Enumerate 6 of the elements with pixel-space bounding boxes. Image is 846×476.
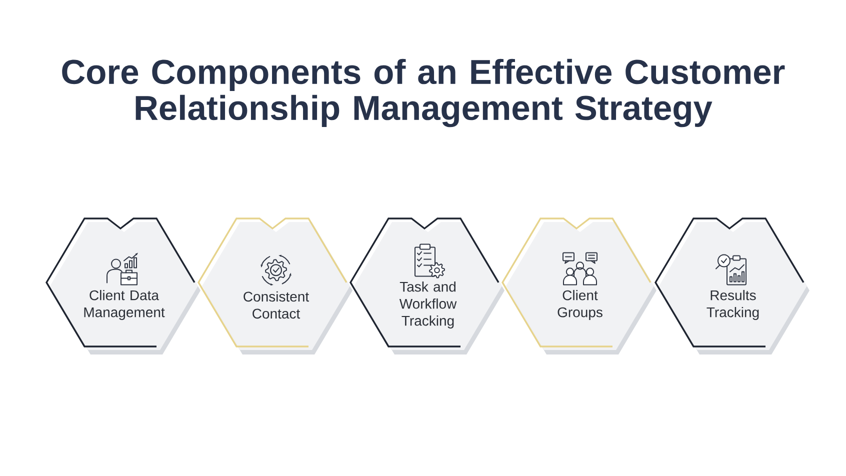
title: Core Components of an Effective Customer Relationship Management Strategy [62,58,785,128]
hexagon-card: Client Data Management [46,218,200,354]
hexagon-card: Task and Workflow Tracking [350,218,504,354]
hexagon-card: Results Tracking [654,218,810,354]
hexagon-card: Consistent Contact [198,218,352,354]
hexagon-card: Client Groups [502,218,656,354]
